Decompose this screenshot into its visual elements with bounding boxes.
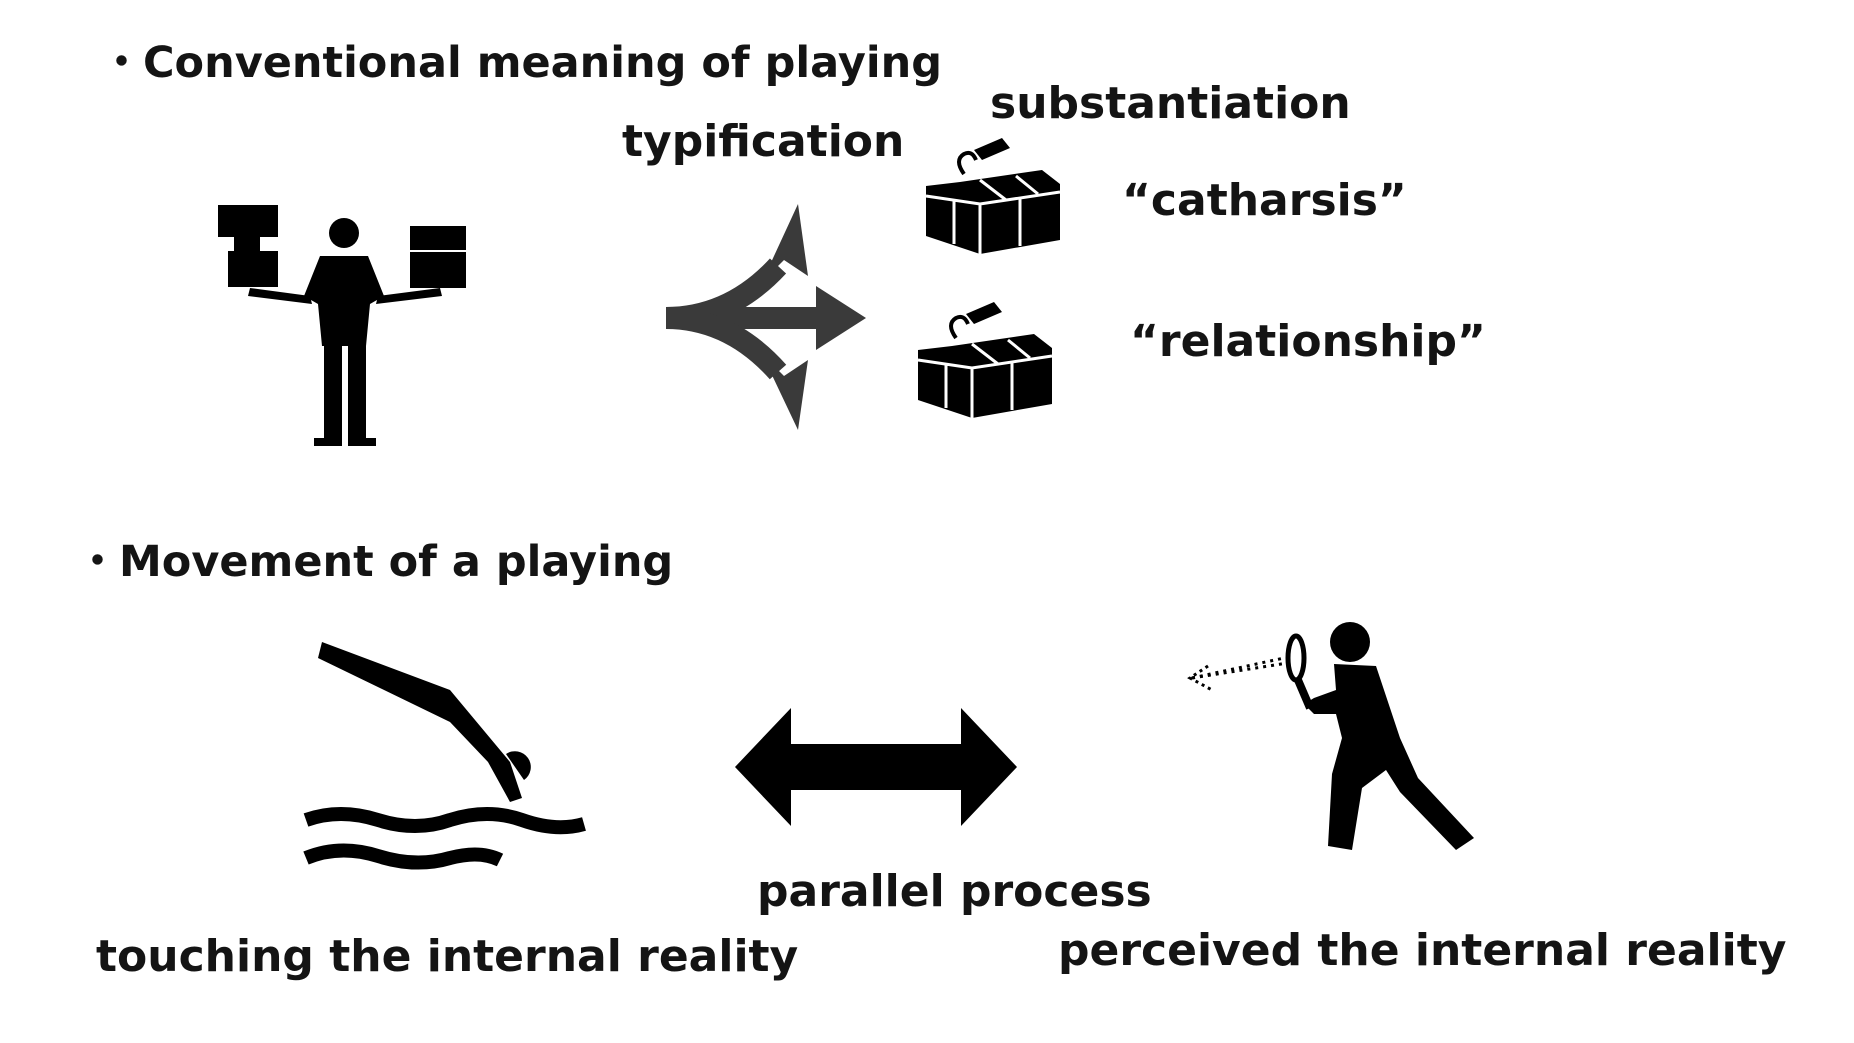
tagged-box-icon <box>925 138 1061 254</box>
catharsis-label: “catharsis” <box>1122 175 1407 226</box>
parallel-process-label: parallel process <box>757 866 1152 917</box>
relationship-label: “relationship” <box>1130 316 1486 367</box>
person-with-magnifier-icon <box>1187 622 1474 850</box>
double-arrow-icon <box>735 708 1017 826</box>
section2-heading: ・Movement of a playing <box>76 537 674 587</box>
typification-label: typification <box>622 116 905 167</box>
diver-icon <box>303 642 586 870</box>
perceived-reality-label: perceived the internal reality <box>1058 925 1787 976</box>
branching-arrows-icon <box>665 204 866 430</box>
tagged-box-icon <box>917 302 1053 418</box>
section1-heading: ・Conventional meaning of playing <box>100 38 942 88</box>
person-balancing-boxes-icon <box>218 205 466 446</box>
substantiation-label: substantiation <box>990 78 1351 129</box>
touching-reality-label: touching the internal reality <box>96 931 799 982</box>
